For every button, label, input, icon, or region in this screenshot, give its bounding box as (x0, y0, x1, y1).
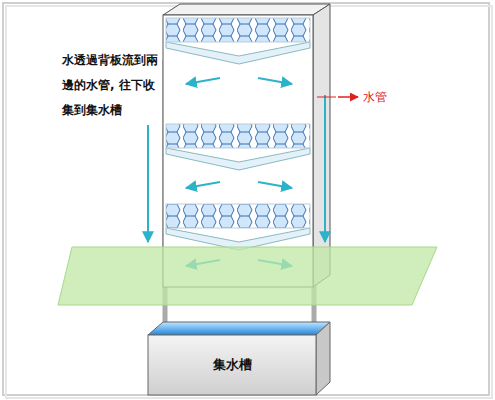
leader-line (317, 97, 336, 98)
flow-arrow (148, 78, 325, 266)
frame-shadow (6, 6, 492, 398)
cabinet-front (163, 15, 313, 287)
frame (3, 3, 489, 395)
node-text: 集水槽 (213, 356, 252, 374)
cooling-pad (166, 18, 310, 250)
note-text: 水透過背板流到兩邊的水管, 往下收集到集水槽 (62, 48, 164, 123)
floor-plane (58, 247, 437, 305)
pipe-label: 水管 (363, 89, 403, 105)
tank-label-box: 集水槽 (148, 335, 316, 395)
pointer-arrow (338, 96, 358, 98)
cabinet-side (313, 4, 330, 287)
cabinet-top (163, 4, 330, 15)
water-tank (148, 322, 330, 395)
